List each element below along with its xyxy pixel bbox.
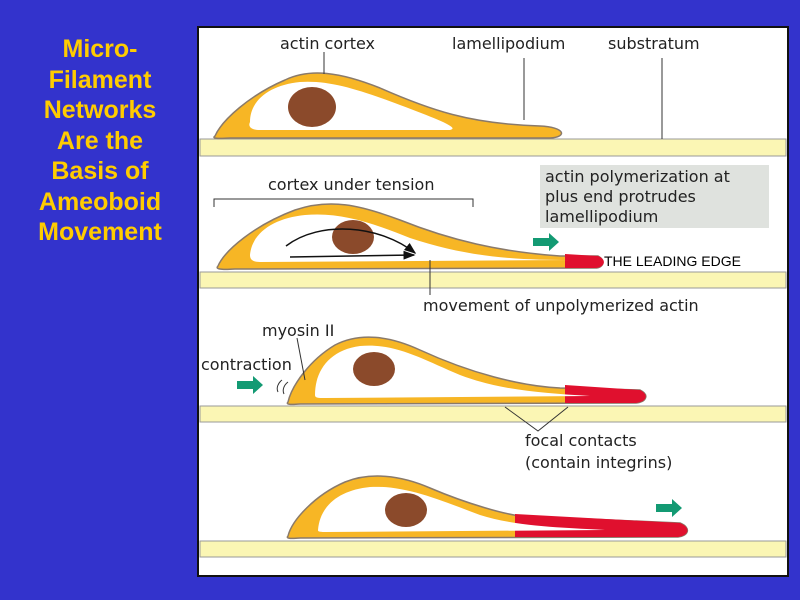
- title-line: Basis of: [51, 157, 149, 185]
- cell-stage-2: [213, 198, 604, 295]
- title-line: Ameoboid: [38, 187, 162, 216]
- title-line: Networks: [43, 96, 157, 124]
- title-line: Filament: [48, 65, 152, 94]
- note-line: actin polymerization at: [545, 167, 730, 186]
- polymerization-note-box: [540, 165, 769, 228]
- nucleus: [385, 493, 427, 527]
- slide-title: Micro- Filament Networks Are the Basis o…: [14, 34, 186, 248]
- title-line: Movement: [38, 218, 162, 246]
- cell-stage-4: [286, 475, 689, 540]
- substratum-bar: [199, 540, 787, 558]
- label-leading-edge: THE LEADING EDGE: [604, 253, 741, 269]
- label-myosin: myosin II: [262, 321, 334, 340]
- label-movement: movement of unpolymerized actin: [423, 296, 699, 315]
- direction-arrow-icon: [656, 499, 682, 517]
- nucleus: [353, 352, 395, 386]
- substratum-bar: [199, 271, 787, 289]
- substratum-bar: [199, 138, 787, 157]
- direction-arrow-icon: [533, 233, 559, 251]
- label-contraction: contraction: [201, 355, 292, 374]
- nucleus: [288, 87, 336, 127]
- nucleus: [332, 220, 374, 254]
- title-line: Are the: [56, 126, 144, 155]
- label-lamellipodium: lamellipodium: [452, 34, 565, 53]
- cell-stage-1: [213, 52, 663, 140]
- note-line: plus end protrudes: [545, 187, 696, 206]
- note-line: lamellipodium: [545, 207, 658, 226]
- contraction-arrow-icon: [237, 376, 263, 394]
- label-integrins: (contain integrins): [525, 453, 672, 472]
- cell-stage-3: [237, 336, 647, 432]
- substratum-bar: [199, 405, 787, 423]
- label-focal-contacts: focal contacts: [525, 431, 637, 450]
- label-actin-cortex: actin cortex: [280, 34, 375, 53]
- label-cortex-under-tension: cortex under tension: [268, 175, 434, 194]
- title-line: Micro-: [62, 35, 138, 63]
- label-substratum: substratum: [608, 34, 700, 53]
